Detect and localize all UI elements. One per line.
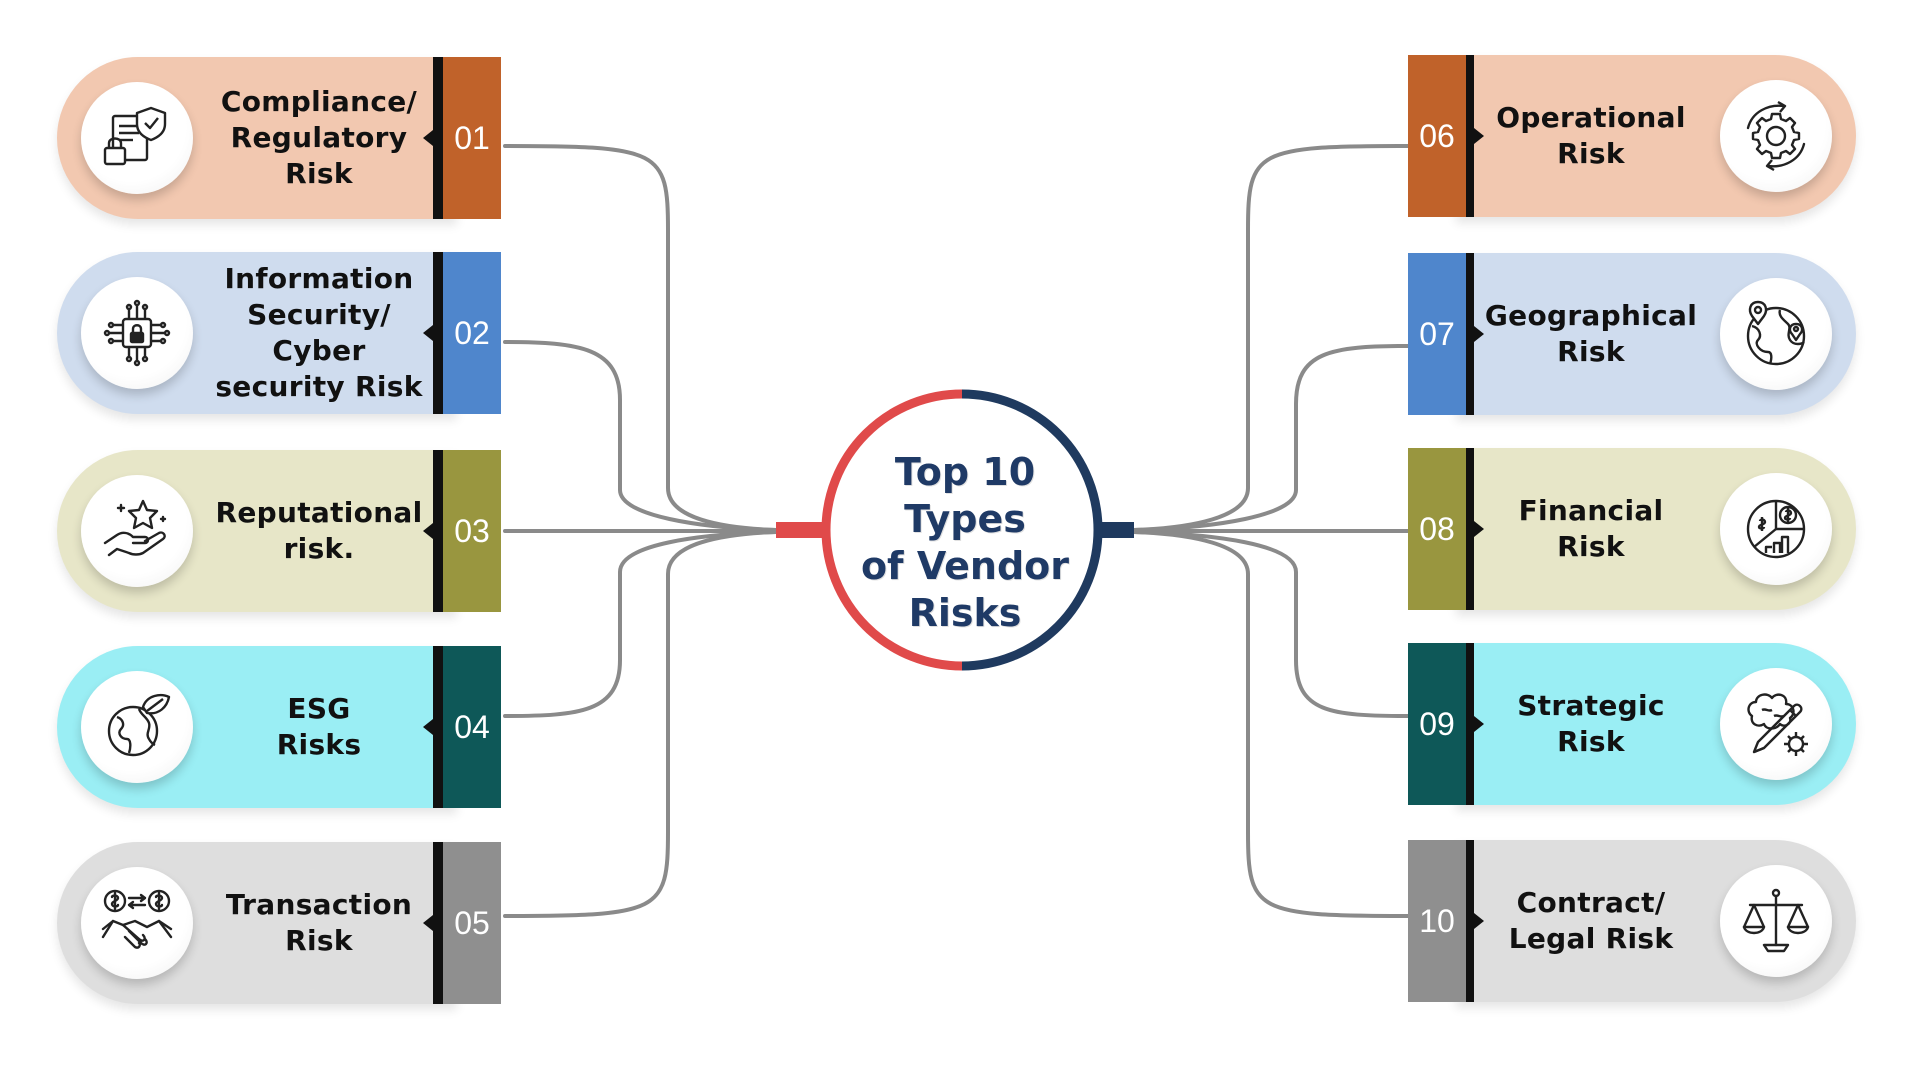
risk-card-10: Contract/ Legal Risk 10 (1408, 840, 1856, 1002)
risk-card-08: Financial Risk 08 (1408, 448, 1856, 610)
legal-scales-icon (1720, 865, 1832, 977)
connector-09 (1132, 530, 1410, 718)
risk-number: 02 (443, 252, 501, 414)
strategy-brain-pencil-icon (1720, 668, 1832, 780)
gear-cycle-icon (1720, 80, 1832, 192)
pointer-arrow-icon (423, 523, 433, 539)
risk-number: 07 (1408, 253, 1466, 415)
risk-number: 06 (1408, 55, 1466, 217)
risk-card-06: Operational Risk 06 (1408, 55, 1856, 217)
risk-card-04: ESG Risks 04 (57, 646, 505, 808)
pointer-arrow-icon (423, 130, 433, 146)
risk-label: Information Security/ Cyber security Ris… (215, 262, 423, 403)
risk-label: Strategic Risk (1517, 689, 1665, 758)
pointer-arrow-icon (1474, 521, 1484, 537)
risk-number: 04 (443, 646, 501, 808)
risk-label: ESG Risks (276, 692, 362, 761)
risk-card-07: Geographical Risk 07 (1408, 253, 1856, 415)
risk-label: Operational Risk (1496, 101, 1686, 170)
connector-01 (503, 144, 778, 532)
hub-ring-right (961, 389, 1103, 671)
compliance-document-lock-icon (81, 82, 193, 194)
hub-ring-left (821, 389, 963, 671)
handshake-exchange-icon (81, 867, 193, 979)
globe-pin-icon (1720, 278, 1832, 390)
risk-label: Reputational risk. (215, 496, 423, 565)
connector-10 (1132, 530, 1410, 918)
risk-card-05: Transaction Risk 05 (57, 842, 505, 1004)
risk-label: Transaction Risk (225, 888, 413, 957)
globe-leaf-icon (81, 671, 193, 783)
risk-card-01: Compliance/ Regulatory Risk 01 (57, 57, 505, 219)
risk-divider (1464, 643, 1474, 805)
risk-divider (433, 252, 443, 414)
hub-circle-fill (826, 394, 1098, 666)
hub-title: Top 10 Types of Vendor Risks (860, 450, 1070, 635)
risk-divider (1464, 253, 1474, 415)
connector-02 (503, 340, 778, 532)
risk-divider (1464, 448, 1474, 610)
connector-04 (503, 530, 778, 718)
risk-label: Financial Risk (1518, 494, 1664, 563)
cyber-chip-lock-icon (81, 277, 193, 389)
risk-label: Contract/ Legal Risk (1508, 886, 1674, 955)
risk-divider (1464, 840, 1474, 1002)
connector-06 (1132, 144, 1410, 532)
connector-05 (503, 530, 778, 918)
risk-card-09: Strategic Risk 09 (1408, 643, 1856, 805)
pointer-arrow-icon (1474, 326, 1484, 342)
risk-label: Compliance/ Regulatory Risk (220, 85, 418, 190)
risk-card-03: Reputational risk. 03 (57, 450, 505, 612)
pointer-arrow-icon (423, 325, 433, 341)
hub-stub-right (1098, 522, 1134, 538)
risk-number: 08 (1408, 448, 1466, 610)
finance-pie-chart-icon (1720, 473, 1832, 585)
risk-card-02: Information Security/ Cyber security Ris… (57, 252, 505, 414)
risk-divider (1464, 55, 1474, 217)
risk-number: 10 (1408, 840, 1466, 1002)
risk-number: 03 (443, 450, 501, 612)
risk-divider (433, 842, 443, 1004)
risk-divider (433, 646, 443, 808)
risk-divider (433, 57, 443, 219)
risk-divider (433, 450, 443, 612)
hand-star-icon (81, 475, 193, 587)
pointer-arrow-icon (423, 915, 433, 931)
connector-07 (1132, 344, 1410, 532)
risk-number: 09 (1408, 643, 1466, 805)
pointer-arrow-icon (1474, 128, 1484, 144)
hub-stub-left (776, 522, 822, 538)
pointer-arrow-icon (1474, 913, 1484, 929)
risk-number: 01 (443, 57, 501, 219)
pointer-arrow-icon (1474, 716, 1484, 732)
pointer-arrow-icon (423, 719, 433, 735)
risk-label: Geographical Risk (1484, 299, 1698, 368)
risk-number: 05 (443, 842, 501, 1004)
